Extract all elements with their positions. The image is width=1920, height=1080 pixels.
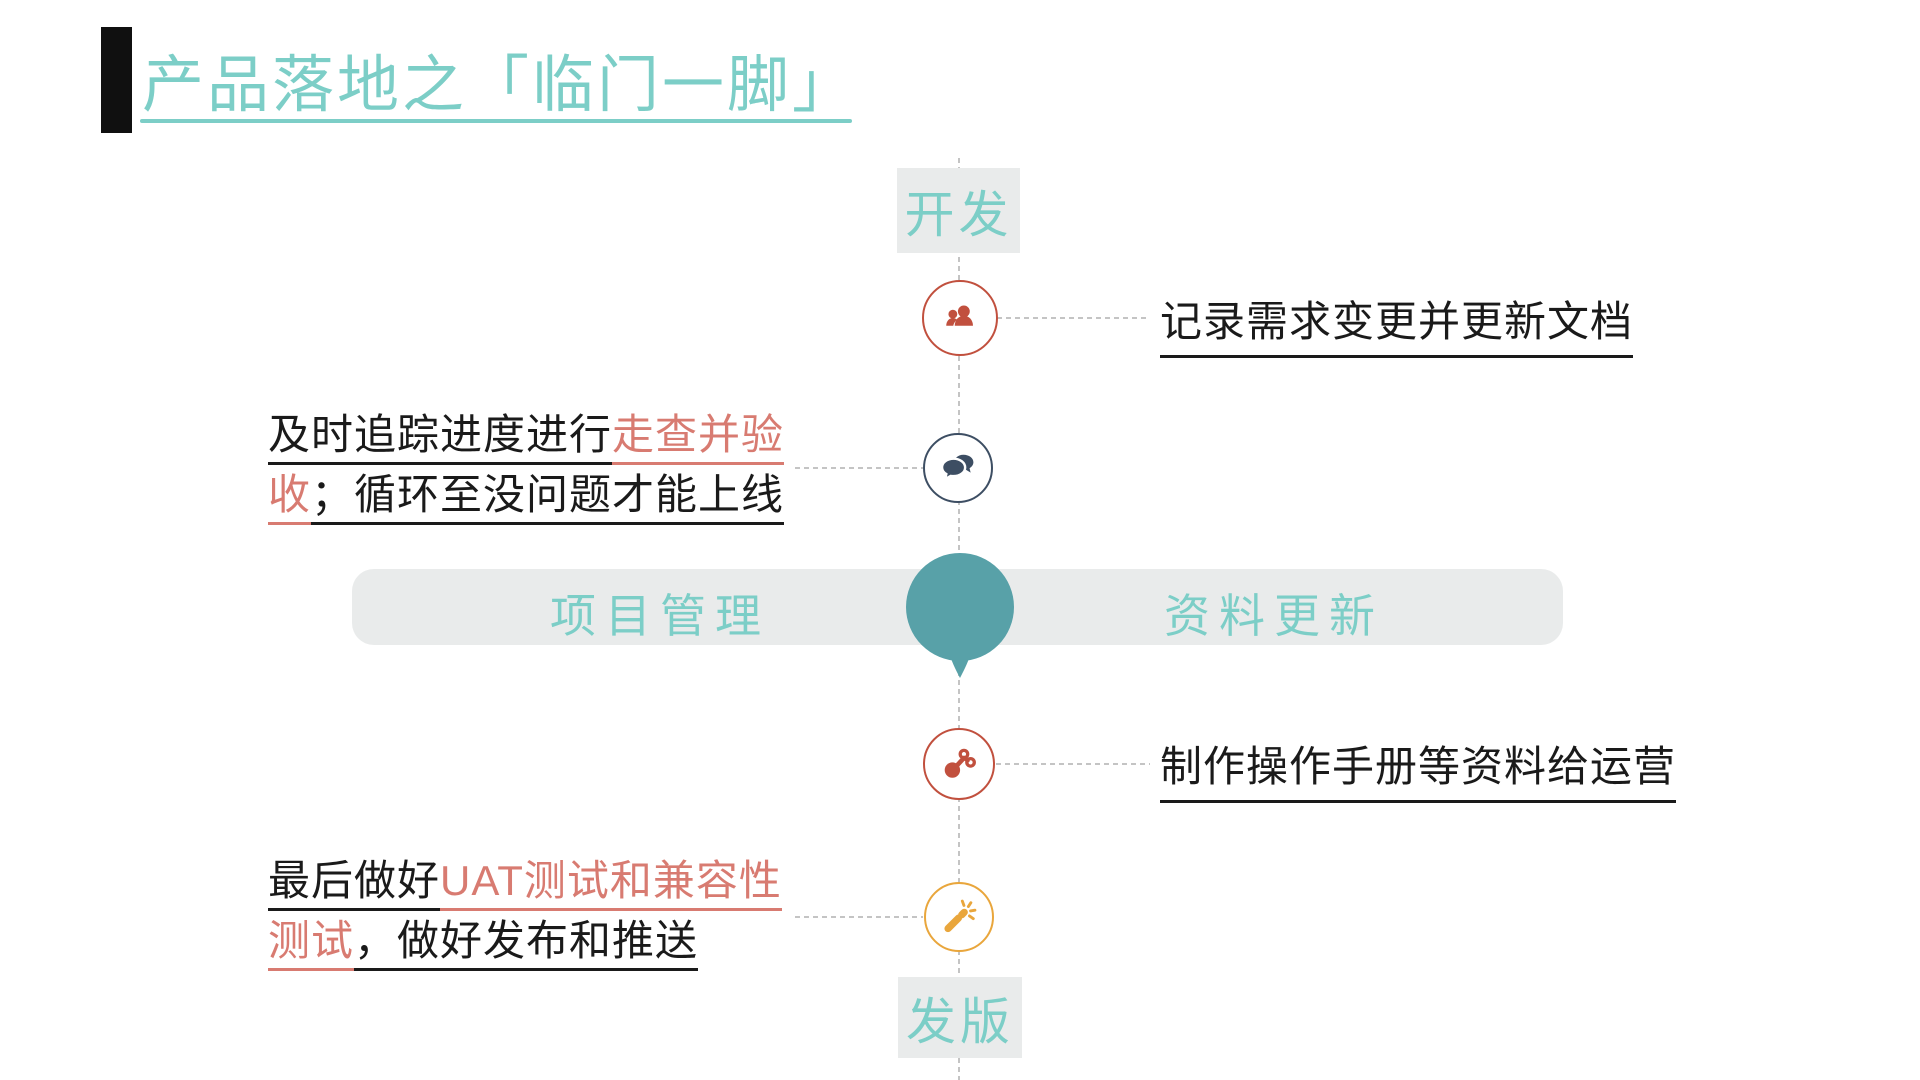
- hub-balloon-marker: [905, 553, 1015, 679]
- annotation-node1: 记录需求变更并更新文档: [1160, 288, 1634, 358]
- annotation-node4-line2-black: ，做好发布和推送: [354, 920, 699, 971]
- annotation-node2-line2-black: ；循环至没问题才能上线: [311, 474, 785, 525]
- timeline-node-3: [923, 728, 995, 800]
- annotation-node4-line2-red: 测试: [268, 920, 355, 971]
- hub-label-docs-update: 资料更新: [1164, 590, 1384, 642]
- timeline-node-2: [923, 433, 993, 503]
- connector-node1-right: [997, 317, 1150, 319]
- annotation-node4-line1: 最后做好UAT测试和兼容性: [268, 860, 782, 911]
- magic-wand-icon: [944, 899, 977, 933]
- timeline-node-4: [924, 882, 994, 952]
- annotation-node2-line1: 及时追踪进度进行走查并验: [268, 414, 785, 465]
- annotation-node2-line1-red: 走查并验: [612, 414, 785, 465]
- connector-node2-left: [795, 467, 923, 469]
- annotation-node2-line2-red: 收: [268, 474, 312, 525]
- annotation-node1-text: 记录需求变更并更新文档: [1160, 288, 1634, 358]
- annotation-node3-text: 制作操作手册等资料给运营: [1160, 733, 1677, 803]
- annotation-node4-line1-red: UAT测试和兼容性: [440, 860, 782, 911]
- page-title: 产品落地之「临门一脚」: [142, 51, 858, 120]
- annotation-node4-line2: 测试，做好发布和推送: [268, 920, 782, 971]
- annotation-node2: 及时追踪进度进行走查并验 收；循环至没问题才能上线: [268, 414, 785, 534]
- annotation-node3: 制作操作手册等资料给运营: [1160, 733, 1677, 803]
- chat-bubbles-icon: [940, 454, 974, 482]
- stage-label-start-text: 开发: [904, 186, 1013, 243]
- title-underline: [140, 119, 852, 123]
- users-icon: [946, 305, 973, 326]
- stage-label-start: 开发: [897, 168, 1020, 253]
- connector-node3-right: [996, 763, 1150, 765]
- title-accent-bar: [101, 27, 132, 133]
- balloon-icon: [906, 553, 1014, 678]
- stage-label-end-text: 发版: [906, 993, 1014, 1050]
- hub-label-project-management: 项目管理: [550, 590, 770, 642]
- annotation-node4-line1-black: 最后做好: [268, 860, 441, 911]
- annotation-node2-line1-black: 及时追踪进度进行: [268, 414, 613, 465]
- stage-label-end: 发版: [898, 977, 1022, 1058]
- key-icon: [944, 748, 976, 778]
- annotation-node4: 最后做好UAT测试和兼容性 测试，做好发布和推送: [268, 860, 782, 980]
- annotation-node2-line2: 收；循环至没问题才能上线: [268, 474, 785, 525]
- timeline-node-1: [922, 280, 998, 356]
- connector-node4-left: [795, 916, 923, 918]
